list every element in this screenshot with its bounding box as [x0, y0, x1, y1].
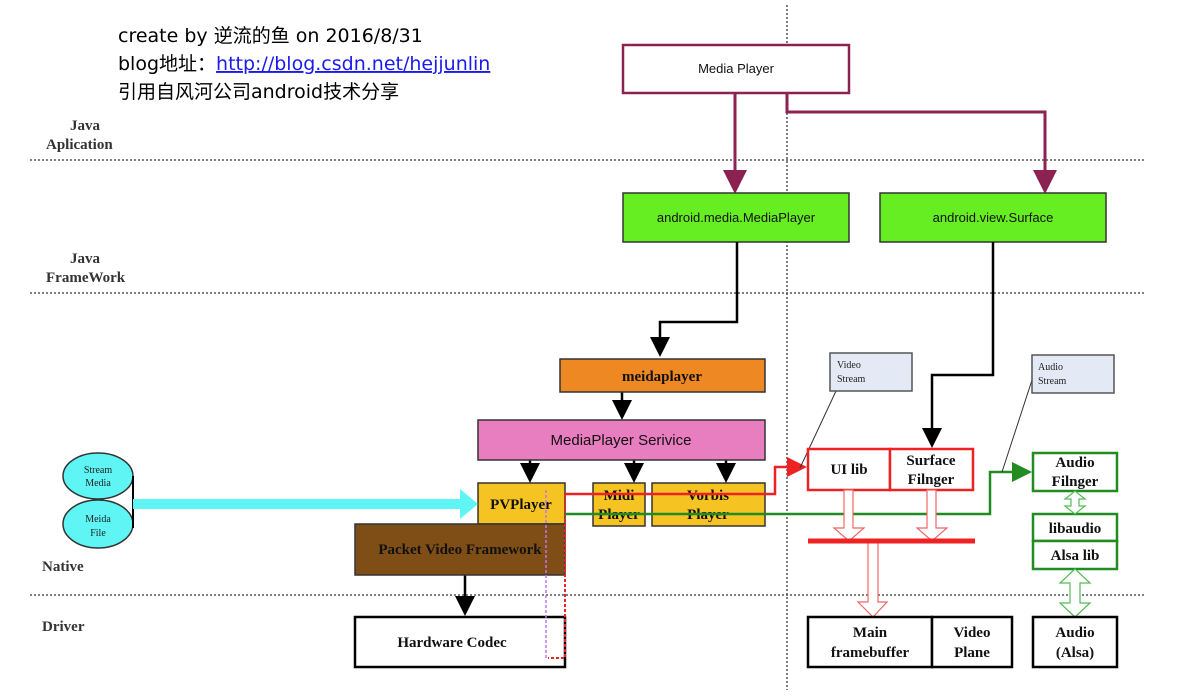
audio-stream-callout	[1031, 354, 1115, 394]
stream-media-label-1: Stream	[84, 465, 113, 476]
audio-alsa-label-1: Audio	[1055, 625, 1094, 641]
video-stream-label-1: Video	[837, 360, 861, 371]
ui-lib-label: UI lib	[830, 462, 867, 478]
video-decode-dashed-path	[548, 494, 566, 659]
midi-player-label-1: Midi	[604, 488, 635, 504]
blog-link[interactable]: http://blog.csdn.net/hejjunlin	[216, 53, 490, 75]
meidaplayer-box	[559, 358, 766, 393]
mediaplayer-service-box	[477, 419, 766, 461]
audio-path-line	[565, 462, 1032, 516]
android-view-surface-label: android.view.Surface	[933, 210, 1054, 225]
packet-video-framework-label: Packet Video Framework	[378, 542, 542, 558]
alsa-lib-box	[1031, 539, 1119, 571]
audio-stream-pointer	[1001, 376, 1034, 473]
layer-java-fw-1: Java	[70, 251, 101, 267]
media-file-label-2: File	[90, 528, 106, 539]
media-input-arrow	[133, 489, 478, 519]
midi-player-box	[592, 482, 646, 527]
libaudio-label: libaudio	[1049, 521, 1102, 537]
surface-flinger-box	[888, 447, 975, 492]
header-blog: blog地址：http://blog.csdn.net/hejjunlin	[118, 53, 490, 75]
main-framebuffer-box	[806, 615, 934, 669]
ui-lib-box	[806, 447, 892, 492]
audio-alsa-box	[1031, 615, 1119, 669]
surface-flinger-label-1: Surface	[906, 453, 955, 469]
video-plane-box	[930, 615, 1014, 669]
blog-label: blog地址：	[118, 53, 216, 75]
video-path-line	[565, 457, 807, 496]
main-framebuffer-label-1: Main	[853, 625, 888, 641]
mediaplayer-service-label: MediaPlayer Serivice	[551, 432, 692, 449]
layer-java-fw-2: FrameWork	[46, 270, 126, 286]
stream-media-ellipse	[62, 452, 134, 500]
layer-java-app-2: Aplication	[46, 137, 113, 153]
vorbis-player-box	[651, 482, 766, 527]
hardware-codec-label: Hardware Codec	[397, 635, 507, 651]
hollow-audio-arrows	[1058, 490, 1092, 618]
hollow-video-arrows	[832, 489, 949, 618]
audio-alsa-label-2: (Alsa)	[1056, 645, 1094, 661]
stream-media-label-2: Media	[85, 478, 111, 489]
pvplayer-box	[477, 482, 566, 525]
android-view-surface-box	[879, 192, 1107, 243]
android-media-mediaplayer-label: android.media.MediaPlayer	[657, 210, 816, 225]
main-framebuffer-label-2: framebuffer	[831, 645, 910, 661]
layer-java-app-1: Java	[70, 118, 101, 134]
meidaplayer-label: meidaplayer	[622, 369, 702, 385]
media-file-label-1: Meida	[85, 514, 111, 525]
video-stream-callout	[829, 352, 913, 392]
hardware-codec-box	[353, 615, 567, 669]
media-player-box	[621, 43, 851, 95]
layer-driver: Driver	[42, 619, 85, 635]
layer-dividers	[30, 5, 1145, 690]
black-connectors	[455, 242, 995, 616]
media-player-label: Media Player	[698, 61, 775, 76]
audio-flinger-label-1: Audio	[1055, 455, 1094, 471]
audio-stream-label-1: Audio	[1038, 362, 1063, 373]
packet-video-framework-box	[354, 523, 566, 576]
video-plane-label-2: Plane	[954, 645, 990, 661]
layer-native: Native	[42, 559, 84, 575]
pvplayer-label: PVPlayer	[490, 497, 552, 513]
audio-stream-label-2: Stream	[1038, 376, 1067, 387]
alsa-lib-label: Alsa lib	[1051, 548, 1100, 564]
vorbis-player-label-1: Vorbis	[687, 488, 729, 504]
header-source: 引用自风河公司android技术分享	[118, 81, 399, 103]
audio-flinger-label-2: Filnger	[1052, 474, 1099, 490]
video-plane-label-1: Video	[954, 625, 991, 641]
header-credit: create by 逆流的鱼 on 2016/8/31	[118, 25, 423, 47]
video-stream-pointer	[799, 390, 837, 469]
surface-flinger-label-2: Filnger	[908, 472, 955, 488]
app-to-framework-arrows	[723, 93, 1057, 194]
video-stream-label-2: Stream	[837, 374, 866, 385]
